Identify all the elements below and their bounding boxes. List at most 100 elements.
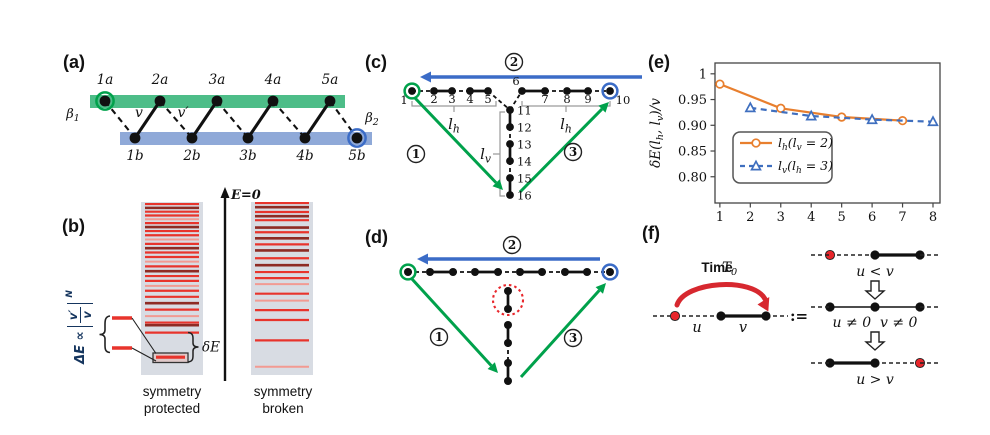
- legend-entry-label: lh(lv = 2): [778, 135, 833, 153]
- x-tick-label: 4: [807, 210, 815, 225]
- step-3-badge: 3: [563, 328, 583, 348]
- chain-site: [583, 268, 591, 276]
- site-number: 10: [616, 93, 631, 107]
- site-number: 3: [448, 92, 455, 106]
- step-number-text: 1: [412, 147, 420, 161]
- lv-bracket: [493, 111, 505, 197]
- time-t0-label: T0: [722, 260, 737, 278]
- panel-d-label: (d): [365, 227, 388, 247]
- stage-initial: [824, 249, 925, 261]
- site-number: 11: [517, 104, 532, 118]
- step-number-text: 2: [510, 55, 518, 69]
- chain-site: [494, 268, 502, 276]
- gap-fraction: v′v: [66, 302, 94, 328]
- hopping-v-prime-label: v′: [177, 105, 189, 121]
- series-line: [750, 106, 934, 123]
- gap-fraction-numerator: v′: [66, 306, 81, 324]
- site-number: 6: [512, 74, 519, 88]
- site-number: 8: [563, 92, 570, 106]
- case-middle-label: u ≠ 0 v ≠ 0: [833, 315, 918, 331]
- site-label-top: 1a: [97, 72, 114, 88]
- legend: lh(lv = 2)lv(lh = 3): [732, 131, 833, 184]
- bond-weak: [487, 90, 511, 111]
- data-point-triangle: [927, 115, 939, 127]
- panel-d: (d) 1 2 3: [360, 215, 660, 410]
- site-label-bottom: 3b: [239, 148, 256, 164]
- bond-v-prime: [159, 100, 193, 139]
- chain-site: [538, 268, 546, 276]
- time-evolution-arrowhead: [757, 297, 770, 312]
- site: [870, 250, 880, 260]
- lh-label: lh: [560, 115, 572, 135]
- vertical-site: [504, 377, 512, 385]
- site-number: 4: [466, 92, 473, 106]
- site-3a: [211, 95, 223, 107]
- caption-broken: symmetry: [254, 384, 313, 399]
- lv-label: lv: [480, 145, 491, 165]
- site-4b: [299, 132, 311, 144]
- y-tick-label: 0.85: [678, 145, 707, 160]
- gap-exponent: N: [65, 290, 75, 298]
- brace-gap-left: [99, 315, 111, 354]
- site-12: [506, 123, 514, 131]
- site-number: 5: [484, 92, 491, 106]
- vertical-site: [504, 287, 512, 295]
- data-point-circle: [715, 79, 725, 89]
- u-label: u: [692, 320, 701, 336]
- panel-f-label: (f): [642, 223, 660, 243]
- site-9: [584, 87, 592, 95]
- lh-label: lh: [448, 115, 460, 135]
- lh-bracket-left: [411, 101, 497, 112]
- site-1: [408, 87, 416, 95]
- bond-v: [133, 100, 162, 139]
- x-tick-label: 3: [777, 210, 785, 225]
- x-tick-label: 8: [929, 210, 937, 225]
- site-label-bottom: 1b: [126, 148, 143, 164]
- site-2: [430, 87, 438, 95]
- data-point-triangle: [744, 101, 757, 113]
- site-5: [484, 87, 492, 95]
- site-2a: [154, 95, 166, 107]
- site-number: 12: [517, 121, 532, 135]
- site-label-top: 5a: [322, 72, 339, 88]
- path-3-arrow: [518, 102, 609, 194]
- site-10: [606, 87, 614, 95]
- data-point-circle: [776, 103, 786, 113]
- bond-v-prime: [329, 100, 358, 139]
- panel-e-label: (e): [648, 52, 670, 72]
- edge-state-ring-right: [347, 128, 367, 148]
- bond-v: [246, 100, 275, 139]
- delta-e-gap-label: δE: [202, 340, 220, 356]
- x-tick-label: 2: [746, 210, 754, 225]
- y-tick-label: 0.95: [678, 93, 707, 108]
- time-evolution-arrow: [674, 282, 768, 308]
- site-number: 15: [517, 172, 532, 186]
- panel-a-label: (a): [63, 52, 85, 72]
- site: [716, 311, 726, 321]
- step-1-badge: 1: [406, 144, 426, 164]
- series-triangle: [744, 101, 939, 127]
- caption-protected: protected: [144, 401, 200, 416]
- step-number-text: 2: [508, 238, 516, 252]
- site-7: [541, 87, 549, 95]
- site-5a: [324, 95, 336, 107]
- chain-site: [426, 268, 434, 276]
- site-number: 7: [541, 92, 548, 106]
- step-number-text: 1: [435, 330, 443, 344]
- site-number: 1: [400, 93, 407, 107]
- edge-state-ring-left: [403, 82, 421, 100]
- case-final-label: u > v: [856, 372, 894, 388]
- site-4a: [267, 95, 279, 107]
- site: [870, 302, 880, 312]
- t-junction-detached-diagram: (d) 1 2 3: [365, 227, 619, 385]
- x-tick-label: 7: [898, 210, 906, 225]
- site-16: [506, 191, 514, 199]
- hopping-v-label: v: [135, 105, 143, 121]
- energy-axis-arrowhead: [220, 187, 230, 198]
